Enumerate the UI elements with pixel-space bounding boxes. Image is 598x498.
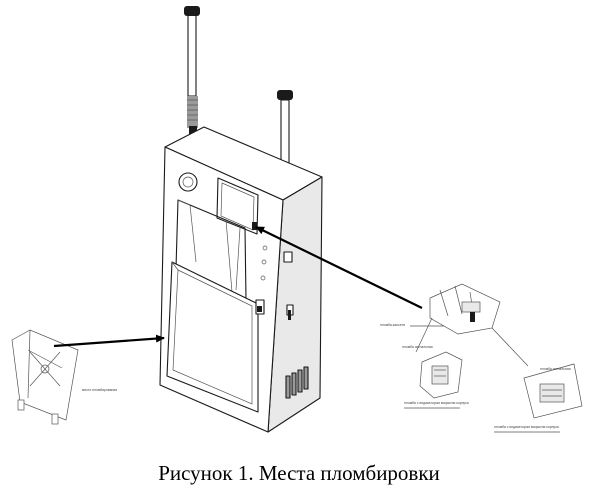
arrow-to-side-seal	[53, 334, 165, 348]
right-detail-bottom: пломба сигнальная пломба с индикатором в…	[491, 327, 583, 433]
detail-right-note: пломба с индикатором вскрытия корпуса	[494, 425, 559, 429]
left-detail-label: место пломбирования	[82, 388, 117, 392]
detail-right-title: пломба сигнальная	[540, 367, 571, 371]
detail-top-label: пломба-кассета	[380, 323, 405, 327]
vent-grill	[285, 366, 309, 399]
left-pipe	[184, 6, 200, 134]
detail-mid-note: пломба с индикатором вскрытия корпуса	[404, 401, 469, 405]
left-detail: место пломбирования	[11, 329, 117, 425]
figure-caption: Рисунок 1. Места пломбировки	[158, 461, 440, 485]
detail-mid-title: пломба сигнальная	[402, 345, 433, 349]
right-detail-top: пломба-кассета	[380, 283, 501, 335]
arrow-to-top-seal	[255, 226, 423, 309]
cabinet	[159, 6, 323, 433]
right-detail-mid: пломба сигнальная пломба с индикатором в…	[402, 317, 469, 409]
